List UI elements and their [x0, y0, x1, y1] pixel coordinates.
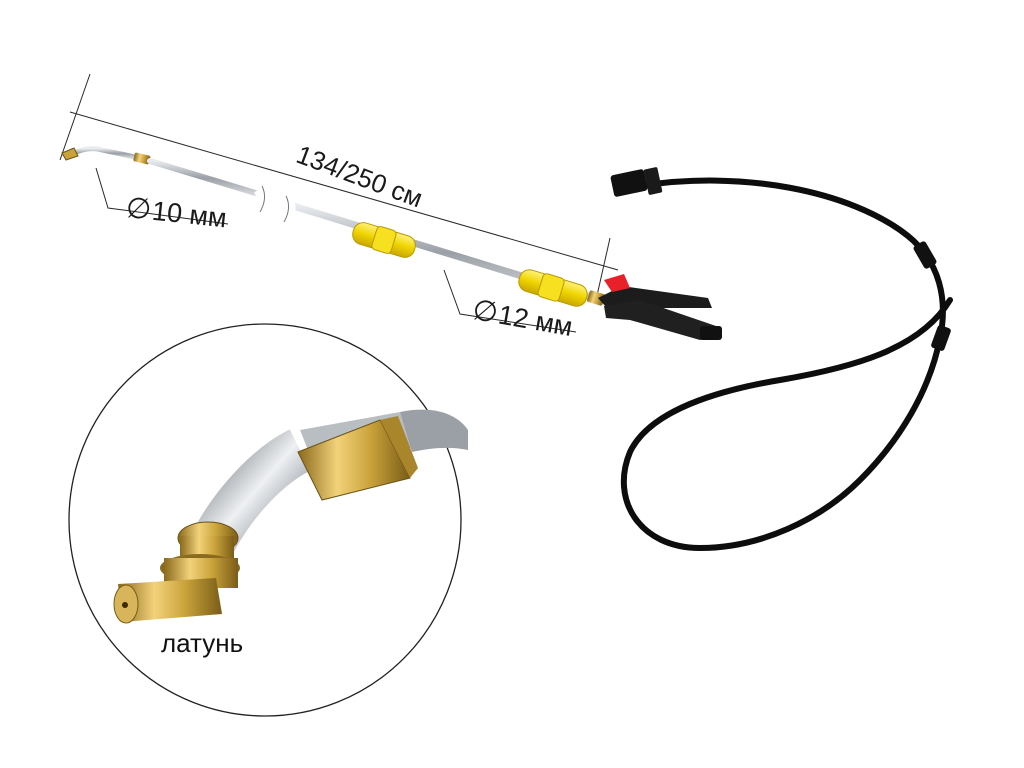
nozzle-detail-view — [68, 323, 468, 717]
hose — [610, 167, 953, 552]
yellow-grip-1 — [352, 222, 416, 258]
tip-diameter-value: 10 мм — [150, 195, 229, 234]
spray-lance — [61, 146, 605, 307]
diameter-icon: ∅ — [124, 191, 153, 227]
dimension-lines — [59, 73, 619, 333]
trigger-handle — [598, 274, 722, 340]
yellow-grip-2 — [518, 269, 588, 307]
brass-nozzle — [113, 521, 240, 624]
material-label: латунь — [161, 628, 244, 658]
brass-coupling — [297, 416, 418, 501]
